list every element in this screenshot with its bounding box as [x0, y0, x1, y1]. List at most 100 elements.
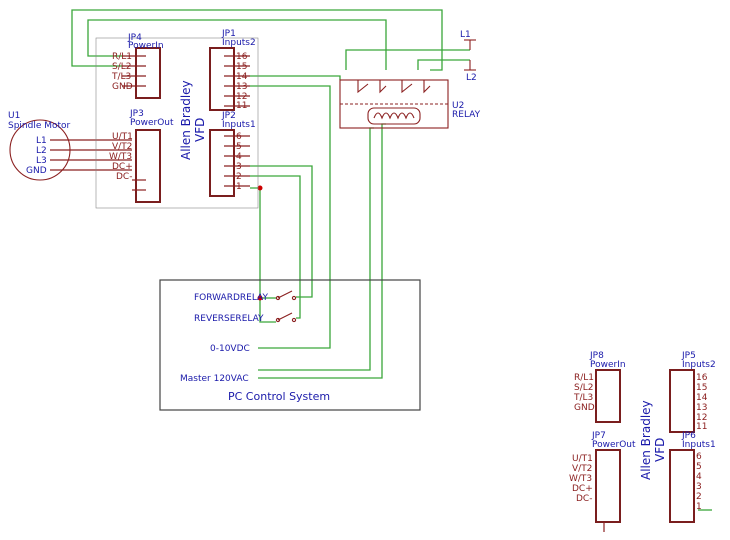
jp7-name: PowerOut [592, 440, 636, 450]
jp1-pin-15: 15 [236, 62, 247, 72]
pc-title: PC Control System [228, 390, 330, 403]
jp8-pin-sl2: S/L2 [574, 383, 594, 393]
vfd-second-label: Allen Bradley VFD [639, 400, 667, 480]
jp6-pin-4: 4 [696, 472, 702, 482]
relay-contact-4 [423, 80, 431, 94]
vfd-main-label-line1: Allen Bradley [179, 80, 193, 160]
jp2-pin-2: 2 [236, 172, 242, 182]
vfd-main-outline [95, 37, 259, 209]
pc-reverse-label: REVERSERELAY [194, 314, 264, 324]
jp3-pin-dcplus: DC+ [112, 162, 133, 172]
relay-coil [373, 112, 415, 120]
jp5-pin-13: 13 [696, 403, 707, 413]
jp7-pin-dcminus: DC- [576, 494, 592, 504]
jp5-pin-12: 12 [696, 413, 707, 423]
reverse-switch [277, 312, 293, 321]
jp2-pin-4: 4 [236, 152, 242, 162]
jp7-ref: JP7 [591, 431, 606, 441]
wire-pin3-forward [250, 165, 313, 298]
jp1-connector [209, 47, 235, 111]
jp1-ref: JP1 [221, 29, 236, 39]
jp5-ref: JP5 [681, 351, 696, 361]
jp3-pin-vt2: V/T2 [112, 142, 132, 152]
wire-rl1-relay [87, 19, 387, 70]
jp7-pin-ut1: U/T1 [572, 454, 593, 464]
jp7-pin-wt3: W/T3 [569, 474, 592, 484]
jp1-name: Inputs2 [222, 38, 256, 48]
jp6-pin-2: 2 [696, 492, 702, 502]
jp4-pin-tl3: T/L3 [111, 72, 131, 82]
jp8-pin-gnd: GND [574, 403, 595, 413]
jp3-connector [135, 129, 161, 203]
jp4-ref: JP4 [127, 33, 142, 43]
relay-contact-3 [401, 80, 413, 94]
jp3-pin-dcminus: DC- [116, 172, 132, 182]
jp2-pin-3: 3 [236, 162, 242, 172]
jp6-pin-5: 5 [696, 462, 702, 472]
jp2-connector [209, 129, 235, 197]
pc-master-label: Master 120VAC [180, 374, 249, 384]
jp6-pin-6: 6 [696, 452, 702, 462]
wire-master-coil2 [258, 127, 374, 371]
jp5-pin-16: 16 [696, 373, 708, 383]
jp4-pin-sl2: S/L2 [112, 62, 132, 72]
jp1-pin-12: 12 [236, 92, 247, 102]
wire-master-coil1 [258, 123, 386, 379]
motor-pin-l1: L1 [36, 136, 47, 146]
jp4-connector [135, 47, 161, 99]
relay-name: RELAY [452, 110, 481, 120]
jp3-name: PowerOut [130, 118, 174, 128]
jp8-ref: JP8 [589, 351, 604, 361]
jp2-name: Inputs1 [222, 120, 256, 130]
jp7-pin-vt2: V/T2 [572, 464, 592, 474]
jp3-pin-ut1: U/T1 [112, 132, 133, 142]
jp6-ref: JP6 [681, 431, 696, 441]
motor-pin-l3: L3 [36, 156, 47, 166]
jp1-pin-16: 16 [236, 52, 248, 62]
spindle-motor: U1 Spindle Motor L1 L2 L3 GND [8, 111, 132, 181]
jp5-connector [669, 369, 695, 433]
jp5-pin-15: 15 [696, 383, 707, 393]
jp4-pin-rl1: R/L1 [112, 52, 132, 62]
supply-l1-label: L1 [460, 30, 471, 40]
jp7-pin-dcplus: DC+ [572, 484, 593, 494]
relay-u2: U2 RELAY [339, 79, 481, 129]
pc-forward-label: FORWARDRELAY [194, 293, 269, 303]
jp2-pin-5: 5 [236, 142, 242, 152]
jp6-connector [669, 449, 695, 523]
wire-pin2-reverse [250, 175, 301, 319]
jp5-pin-14: 14 [696, 393, 708, 403]
jp5-pin-11: 11 [696, 422, 707, 432]
relay-contact-1 [357, 80, 369, 94]
wires [71, 9, 712, 511]
motor-pin-l2: L2 [36, 146, 47, 156]
junction-pin1 [257, 185, 263, 191]
wire-relay-l1 [345, 49, 470, 70]
wire-sl2-relay [71, 9, 443, 71]
relay-coil-frame [367, 107, 421, 125]
jp3-ref: JP3 [129, 109, 144, 119]
vfd-second: JP8 PowerIn R/L1 S/L2 T/L3 GND JP7 Power… [569, 351, 716, 532]
jp5-name: Inputs2 [682, 360, 716, 370]
motor-ref: U1 [8, 111, 20, 121]
jp4-name: PowerIn [128, 41, 164, 51]
jp4-pin-gnd: GND [112, 82, 133, 92]
jp8-pin-rl1: R/L1 [574, 373, 594, 383]
jp1-pin-14: 14 [236, 72, 248, 82]
forward-switch [277, 290, 293, 299]
vfd-main: JP4 PowerIn R/L1 S/L2 T/L3 GND JP3 Power… [95, 29, 259, 209]
wire-pin1-common [250, 187, 276, 323]
wire-relay-l2 [417, 59, 470, 70]
junction-forward [257, 295, 263, 301]
relay-ref: U2 [452, 101, 464, 111]
pc-control-system: FORWARDRELAY REVERSERELAY 0-10VDC Master… [159, 279, 421, 411]
vfd-main-label-line2: VFD [193, 118, 207, 142]
jp3-pin-wt3: W/T3 [109, 152, 132, 162]
wire-pin13-analog [250, 85, 331, 349]
jp2-ref: JP2 [221, 111, 236, 121]
jp8-connector [595, 369, 621, 423]
supply-terminals: L1 L2 [460, 30, 477, 83]
pc-analog-label: 0-10VDC [210, 344, 250, 354]
jp6-name: Inputs1 [682, 440, 716, 450]
jp2-pin-1: 1 [236, 182, 242, 192]
